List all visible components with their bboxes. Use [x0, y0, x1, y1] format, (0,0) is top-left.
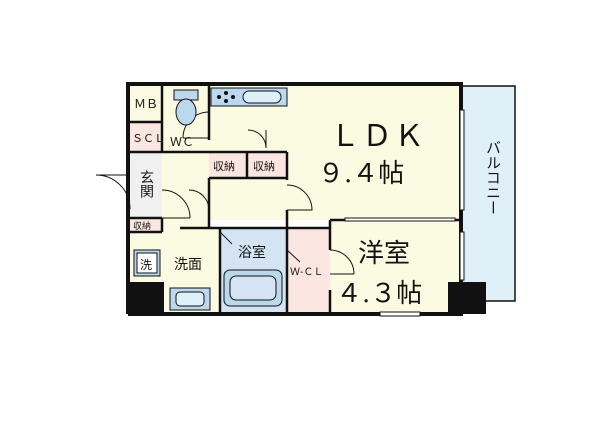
toilet-icon: [175, 98, 197, 126]
hall-area: [162, 152, 209, 228]
western-room-size-label: ４.３帖: [336, 279, 422, 309]
storage-label-3: 収納: [133, 220, 151, 232]
washer-label: 洗: [140, 258, 152, 272]
stove-icon: [217, 91, 235, 103]
ldk-size-label: ９.４帖: [318, 159, 404, 189]
washroom-label: 洗面: [174, 257, 202, 273]
entrance-area: [130, 152, 162, 218]
sink-icon: [242, 90, 282, 104]
storage-area-1: [209, 152, 247, 178]
storage-area-2: [247, 152, 287, 178]
wcl-label: Ｗ-ＣＬ: [290, 267, 323, 278]
mb-area: [130, 86, 162, 122]
western-room-area: [330, 220, 461, 312]
storage-label-1: 収納: [213, 160, 235, 173]
ldk-label: ＬＤＫ: [330, 119, 426, 154]
pillar-right: [448, 282, 486, 314]
mb-label: ＭＢ: [134, 97, 158, 111]
western-room-label: 洋室: [358, 239, 410, 269]
balcony-area: [460, 85, 516, 302]
storage-label-2: 収納: [253, 160, 275, 173]
scl-area: [130, 122, 162, 152]
pillar-left: [126, 282, 164, 314]
storage-area-3: [130, 218, 162, 232]
balcony-label: バルコニー: [484, 140, 502, 215]
wc-label: ＷＣ: [170, 135, 194, 149]
entrance-label: 玄関: [138, 169, 154, 199]
scl-label: ＳＣＬ: [132, 132, 165, 145]
fixtures: [133, 87, 288, 311]
wcl-area: [287, 228, 330, 312]
windows: [344, 109, 465, 317]
bath-label: 浴室: [238, 244, 266, 261]
